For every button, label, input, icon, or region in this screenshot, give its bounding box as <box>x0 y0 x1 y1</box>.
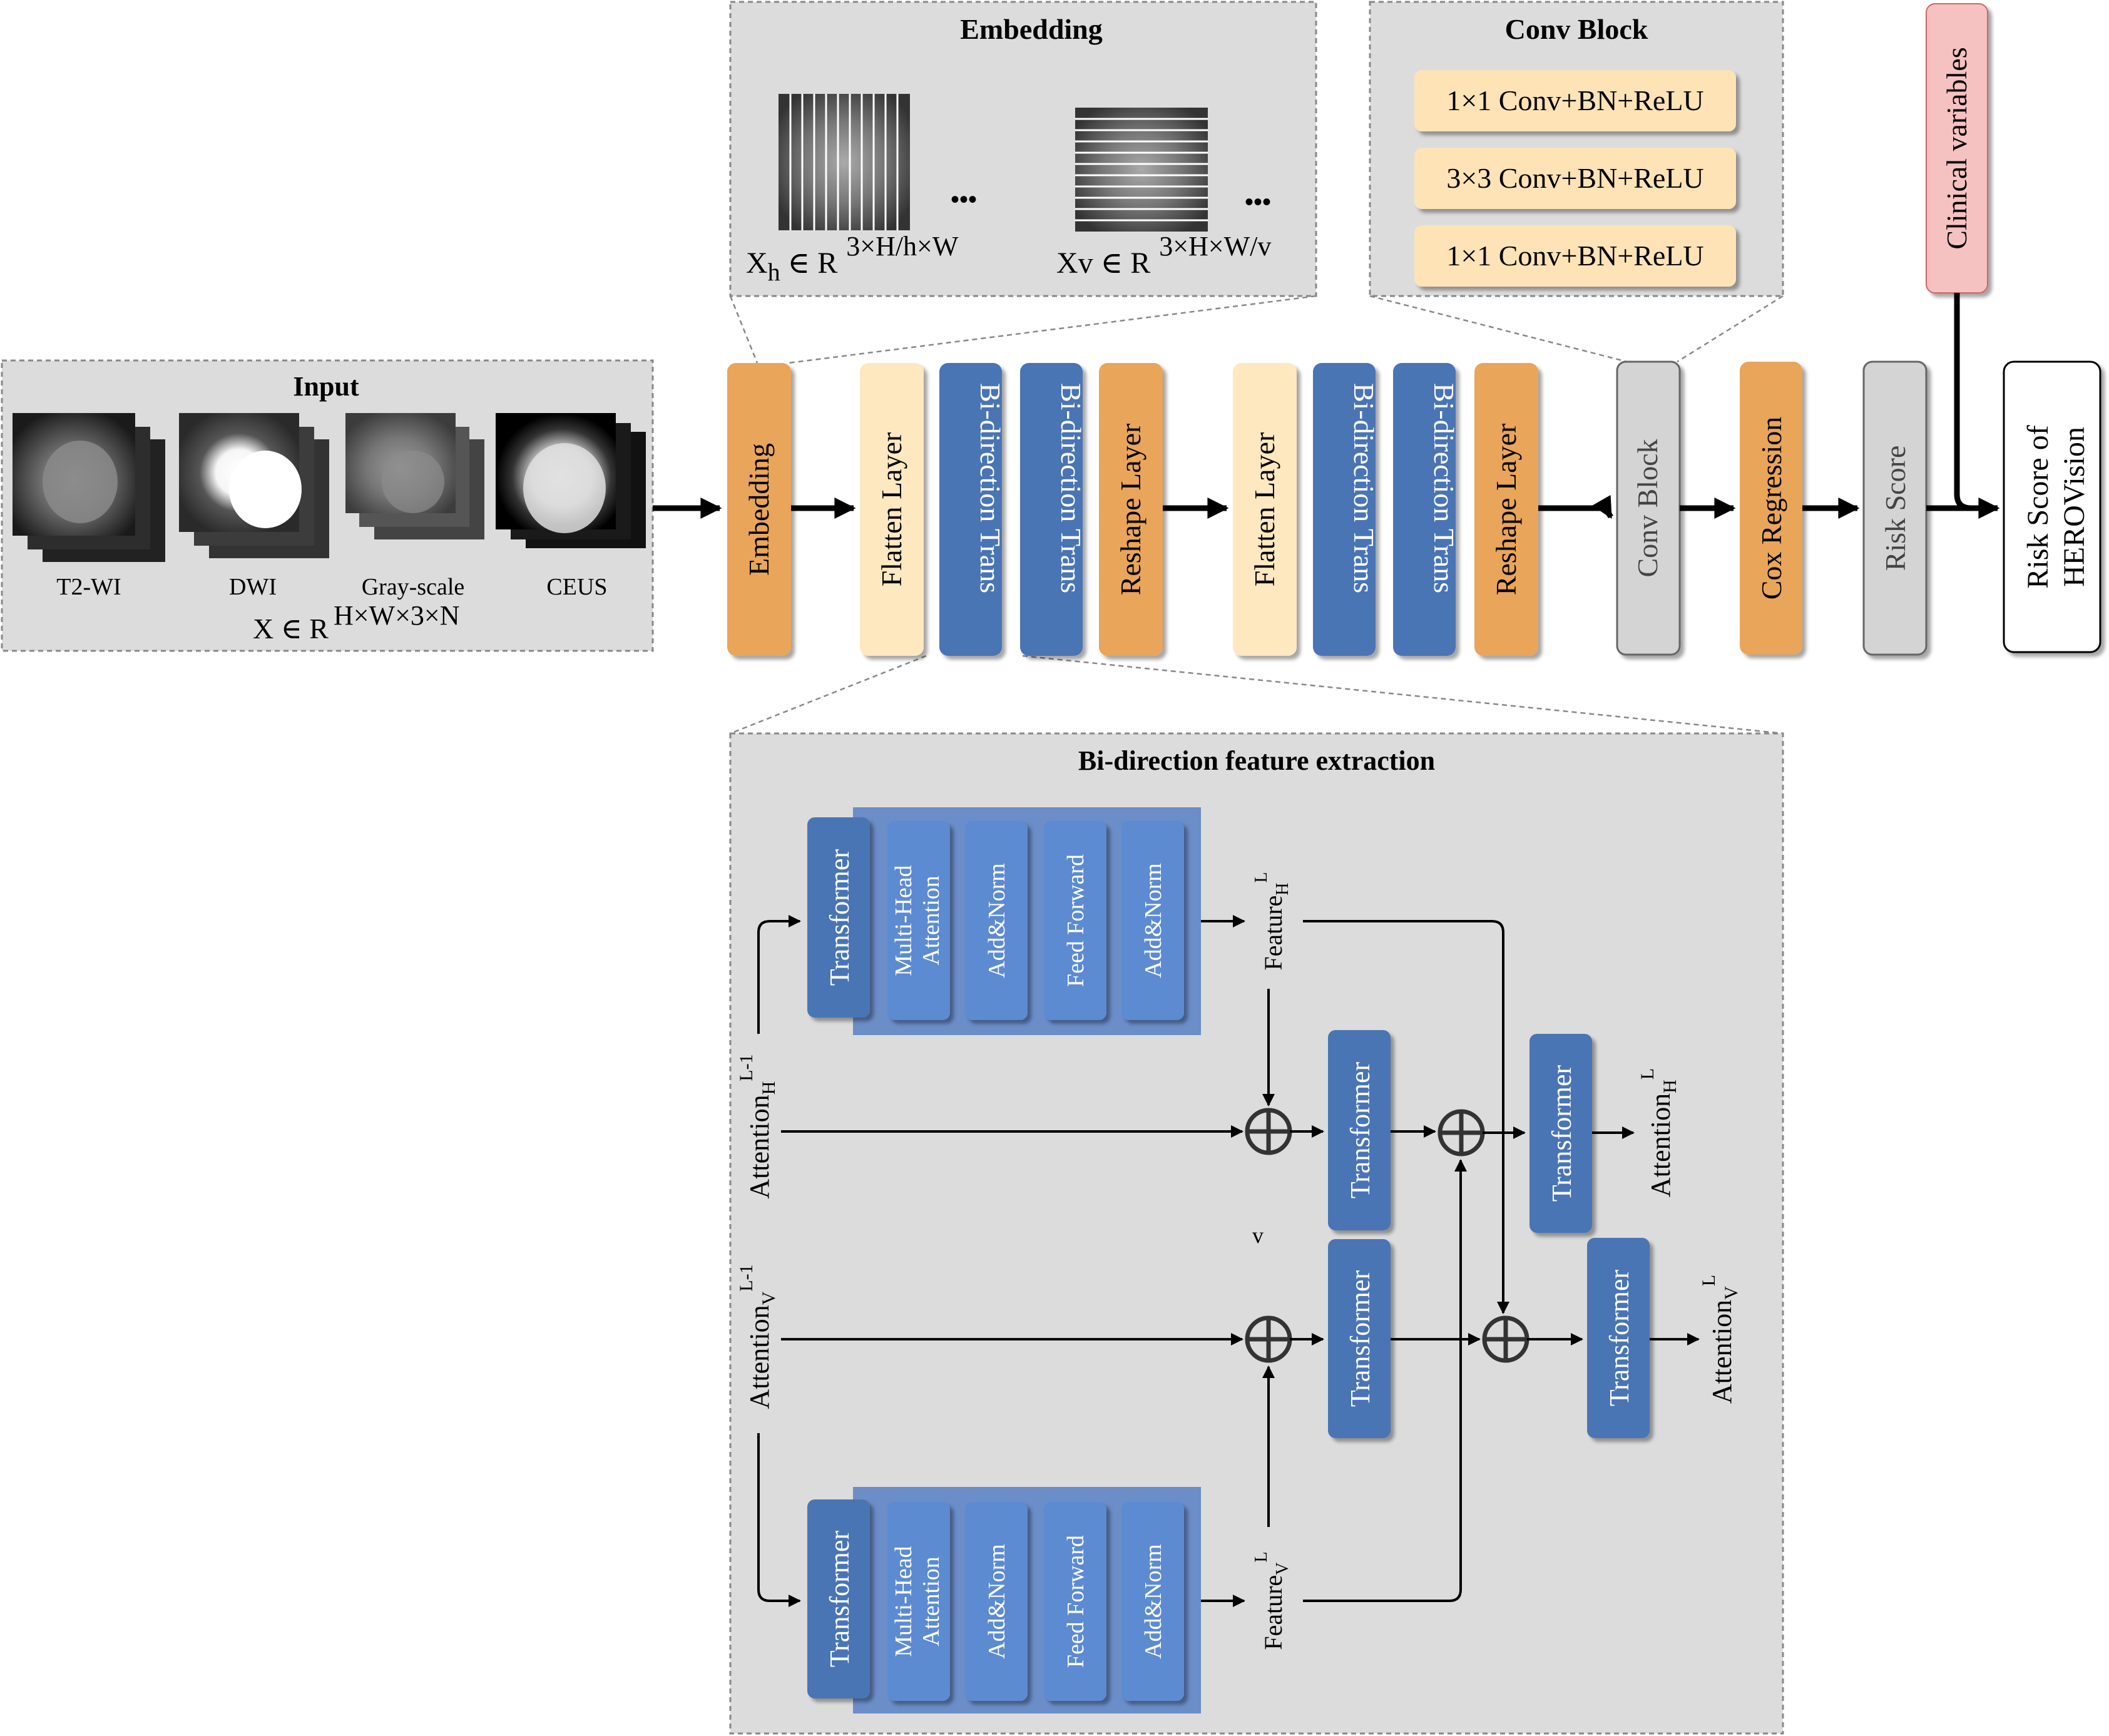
dwi-image <box>179 413 329 558</box>
zoom-connectors <box>729 295 1784 735</box>
conv-block-title: Conv Block <box>1505 13 1648 45</box>
attention-h-prev-label: AttentionHL-1 <box>736 1054 779 1198</box>
svg-text:Clinical variables: Clinical variables <box>1941 47 1973 249</box>
embedding-title: Embedding <box>960 13 1103 45</box>
input-label-grayscale: Gray-scale <box>362 574 465 600</box>
svg-text:Attention: Attention <box>918 1556 944 1647</box>
conv-block-panel: Conv Block 1×1 Conv+BN+ReLU 3×3 Conv+BN+… <box>1369 1 1784 297</box>
svg-text:AttentionHL: AttentionHL <box>1637 1068 1680 1197</box>
bidir-trans-2: Bi-direction Trans <box>1020 363 1087 656</box>
bidir-feature-panel: Bi-direction feature extraction Transfor… <box>729 732 1784 1735</box>
transformer-v-1: Transformer <box>1328 1239 1391 1438</box>
clinical-variables: Clinical variables <box>1926 3 1988 294</box>
svg-text:Bi-direction Trans: Bi-direction Trans <box>1055 383 1087 593</box>
conv-layer-1: 1×1 Conv+BN+ReLU <box>1446 84 1703 116</box>
conv-layer-2: 3×3 Conv+BN+ReLU <box>1446 162 1703 194</box>
svg-text:Add&Norm: Add&Norm <box>984 1544 1010 1659</box>
svg-text:Reshape Layer: Reshape Layer <box>1490 424 1522 596</box>
svg-text:AttentionVL: AttentionVL <box>1698 1275 1742 1404</box>
embedding-ellipsis-2: ••• <box>1245 188 1271 216</box>
svg-text:Risk Score: Risk Score <box>1879 446 1911 571</box>
bidir-trans-1: Bi-direction Trans <box>939 363 1006 656</box>
bidir-panel-title: Bi-direction feature extraction <box>1078 745 1435 776</box>
svg-text:HEROVision: HEROVision <box>2058 427 2091 587</box>
svg-text:Attention: Attention <box>918 876 944 966</box>
flatten-layer-2: Flatten Layer <box>1233 363 1297 656</box>
svg-text:Bi-direction Trans: Bi-direction Trans <box>1428 383 1460 593</box>
vertical-patch-image <box>1075 108 1208 232</box>
risk-score: Risk Score <box>1862 360 1928 656</box>
attention-v-prev-label: AttentionVL-1 <box>736 1264 779 1409</box>
xv-formula: Xv ∈ R3×H×W/v <box>1056 231 1271 280</box>
svg-text:Embedding: Embedding <box>743 443 775 576</box>
conv-layer-3: 1×1 Conv+BN+ReLU <box>1446 240 1703 272</box>
svg-text:Flatten Layer: Flatten Layer <box>876 432 907 587</box>
transformer-h-1: Transformer <box>1328 1030 1391 1230</box>
output-box: Risk Score of HEROVision <box>2003 360 2101 653</box>
svg-text:Transformer: Transformer <box>1604 1269 1635 1406</box>
svg-text:Flatten Layer: Flatten Layer <box>1249 432 1280 587</box>
ceus-image <box>496 413 646 548</box>
feature-v-label: FeatureVL <box>1252 1551 1292 1650</box>
xh-formula: Xh ∈ R3×H/h×W <box>746 231 959 286</box>
stray-v-label: v <box>1252 1223 1264 1248</box>
svg-text:Multi-Head: Multi-Head <box>891 865 917 976</box>
svg-text:Feed Forward: Feed Forward <box>1063 1535 1089 1668</box>
svg-text:Cox Regression: Cox Regression <box>1755 417 1787 600</box>
feature-h-label: FeatureHL <box>1252 872 1292 970</box>
input-title: Input <box>293 371 359 402</box>
transformer-v-2: Transformer <box>1587 1238 1650 1438</box>
reshape-layer-2: Reshape Layer <box>1474 363 1538 656</box>
cox-regression: Cox Regression <box>1740 362 1802 655</box>
embedding-block: Embedding <box>727 363 791 656</box>
svg-text:Reshape Layer: Reshape Layer <box>1115 424 1146 596</box>
svg-text:AttentionHL-1: AttentionHL-1 <box>736 1054 779 1198</box>
svg-text:Bi-direction Trans: Bi-direction Trans <box>1348 383 1380 593</box>
input-label-t2wi: T2-WI <box>56 574 121 600</box>
bidir-trans-4: Bi-direction Trans <box>1393 363 1460 656</box>
conv-block: Conv Block <box>1616 360 1681 656</box>
flatten-layer-1: Flatten Layer <box>860 363 924 656</box>
svg-text:Transformer: Transformer <box>1345 1061 1376 1198</box>
svg-text:Transformer: Transformer <box>1546 1065 1577 1202</box>
svg-text:Transformer: Transformer <box>824 1530 855 1667</box>
reshape-layer-1: Reshape Layer <box>1099 363 1163 656</box>
embedding-ellipsis-1: ••• <box>951 185 977 213</box>
bidir-connections <box>757 915 1700 1607</box>
svg-text:Risk Score of: Risk Score of <box>2021 425 2055 588</box>
attention-v-out-label: AttentionVL <box>1698 1275 1742 1404</box>
svg-text:FeatureVL: FeatureVL <box>1252 1551 1292 1650</box>
svg-text:Multi-Head: Multi-Head <box>891 1546 917 1657</box>
svg-text:Transformer: Transformer <box>1345 1270 1376 1407</box>
svg-text:Feed Forward: Feed Forward <box>1063 854 1089 987</box>
svg-text:FeatureHL: FeatureHL <box>1252 872 1292 970</box>
attention-h-out-label: AttentionHL <box>1637 1068 1680 1197</box>
t2wi-image <box>13 413 165 562</box>
horizontal-patch-image <box>779 94 910 230</box>
grayscale-image <box>345 413 484 539</box>
transformer-stack-h: Transformer Multi-Head Attention Add&Nor… <box>807 807 1201 1035</box>
transformer-stack-v: Transformer Multi-Head Attention Add&Nor… <box>807 1487 1201 1713</box>
svg-text:Add&Norm: Add&Norm <box>1140 1544 1167 1659</box>
input-label-ceus: CEUS <box>546 574 607 600</box>
pipeline-arrows <box>653 293 2000 519</box>
svg-text:Bi-direction Trans: Bi-direction Trans <box>974 383 1006 593</box>
pipeline: Embedding Flatten Layer Bi-direction Tra… <box>653 3 2101 656</box>
svg-text:AttentionVL-1: AttentionVL-1 <box>736 1264 779 1409</box>
svg-text:Add&Norm: Add&Norm <box>984 863 1010 978</box>
svg-text:Add&Norm: Add&Norm <box>1140 863 1167 978</box>
input-panel: Input T2-WI DWI Gray-scale CEU <box>1 359 654 652</box>
embedding-panel: Embedding ••• ••• Xh ∈ R3× <box>729 1 1317 297</box>
bidir-trans-3: Bi-direction Trans <box>1313 363 1380 656</box>
svg-text:Conv Block: Conv Block <box>1632 439 1663 577</box>
svg-text:Transformer: Transformer <box>824 849 855 986</box>
input-label-dwi: DWI <box>229 574 277 600</box>
transformer-h-2: Transformer <box>1529 1034 1592 1233</box>
